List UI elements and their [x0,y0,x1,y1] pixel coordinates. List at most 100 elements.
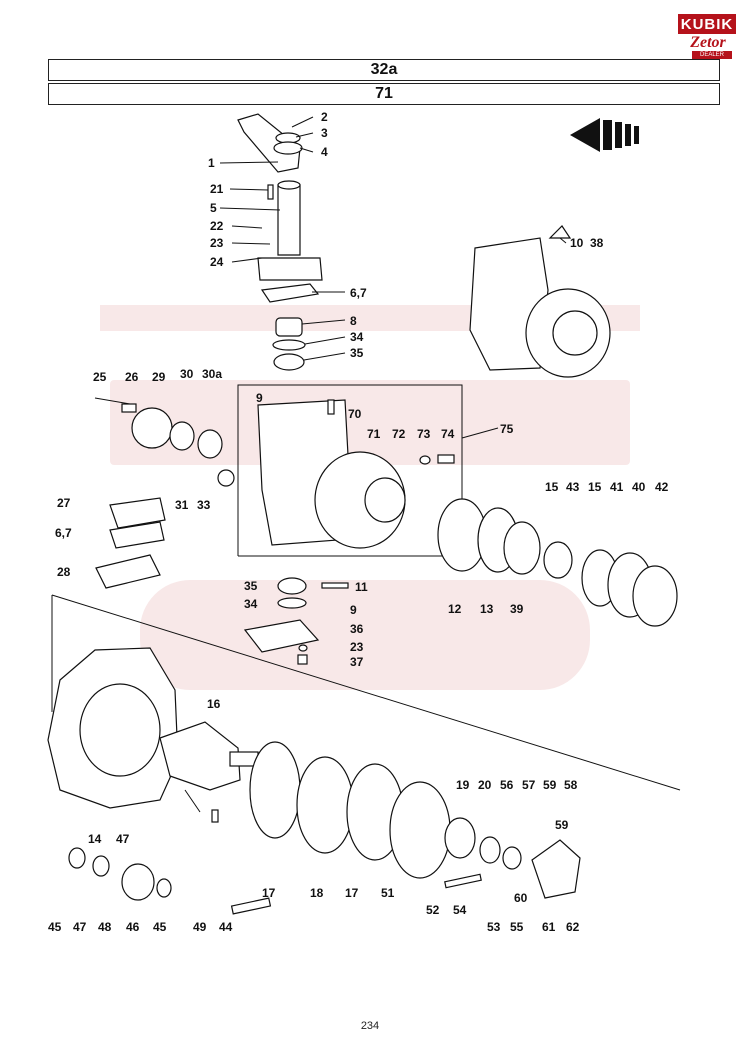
part-label: 44 [219,920,233,934]
part-label: 71 [367,427,381,441]
boxed-subassembly [237,384,463,557]
part-label: 45 [153,920,167,934]
screw-part-49 [211,809,219,823]
washer-part-73 [419,455,431,465]
bearing-part-56 [444,817,476,859]
part-label: 15 [588,480,602,494]
part-label: 58 [564,778,578,792]
washer-part-23b [298,644,308,652]
panel-top-edge [51,594,681,791]
part-label: 17 [262,886,276,900]
part-label: 59 [555,818,569,832]
part-label: 46 [126,920,140,934]
part-label: 39 [510,602,524,616]
part-label: 40 [632,480,646,494]
bushing-part-48 [92,855,110,877]
bearing-ring-row [437,498,678,627]
part-label: 51 [381,886,395,900]
part-label: 16 [207,697,221,711]
knuckle-hub [552,310,598,356]
flange-part-29 [131,407,173,449]
part-label: 38 [590,236,604,250]
part-label: 1 [208,156,215,170]
kubik-logo-box: KUBIK [678,14,736,34]
gear-part-46 [121,863,155,901]
bolt-part-74 [437,454,455,464]
zetor-logo-text: Zetor [690,34,726,51]
part-label: 35 [244,579,258,593]
part-label: 20 [478,778,492,792]
plug-part-33 [217,469,235,487]
part-label: 3 [321,126,328,140]
part-label: 62 [566,920,580,934]
cap-part-61 [531,839,581,899]
kingpin-assembly [237,113,323,371]
steering-arm [237,113,301,173]
bottom-left-parts [68,809,219,901]
steering-knuckle-housing [469,225,611,378]
gasket-part-6-7b [109,521,165,549]
part-label: 23 [350,640,364,654]
part-label: 45 [48,920,62,934]
part-label: 29 [152,370,166,384]
washer-part-45b [156,878,172,898]
part-label: 28 [57,565,71,579]
housing-bore [79,683,161,777]
grease-nipple-part-10 [548,225,572,239]
part-label: 49 [193,920,207,934]
bearing-part-35 [273,353,305,371]
hub-shaft-part-71 [364,477,406,523]
leader-lines [184,116,567,813]
part-label: 4 [321,145,328,159]
ring-part-18 [296,756,354,854]
bolt-part-54 [444,873,482,889]
kubik-zetor-logo: KUBIK Zetor DEALER [678,14,736,60]
part-label: 34 [244,597,258,611]
gear-part-43 [543,541,573,579]
part-label: 8 [350,314,357,328]
part-label: 9 [350,603,357,617]
direction-arrow-icon [570,118,639,152]
part-label: 59 [543,778,557,792]
part-label: 57 [522,778,536,792]
part-label: 23 [210,236,224,250]
washer-part-45a [68,847,86,869]
part-label: 36 [350,622,364,636]
kingpin-flange [257,257,323,281]
part-label: 53 [487,920,501,934]
bracket-part-28 [95,554,161,589]
part-label: 25 [93,370,107,384]
part-label: 2 [321,110,328,124]
ring-part-57 [479,836,501,864]
bolt-part-37 [297,654,308,665]
screw-part-70 [327,399,335,415]
part-label: 6,7 [350,286,367,300]
lower-kingpin-parts [243,577,349,665]
bearing-part-42 [632,565,678,627]
left-parts-group [94,397,235,589]
part-label: 72 [392,427,406,441]
header-subgroup-number: 71 [48,83,720,105]
pin-part-44 [230,897,272,915]
part-label: 5 [210,201,217,215]
part-label: 52 [426,903,440,917]
part-label: 47 [73,920,87,934]
part-label: 12 [448,602,462,616]
part-label: 60 [514,891,528,905]
part-label: 13 [480,602,494,616]
part-label: 74 [441,427,455,441]
part-label: 26 [125,370,139,384]
gasket-part-17a [249,741,301,839]
part-label: 19 [456,778,470,792]
dealer-logo-tag: DEALER [692,51,732,59]
part-label: 56 [500,778,514,792]
seal-part-34b [277,597,307,609]
part-label: 42 [655,480,669,494]
part-label: 47 [116,832,130,846]
gasket-part-6-7 [260,283,320,303]
header-group-number: 32a [48,59,720,81]
part-label: 10 [570,236,584,250]
final-drive-housing [47,647,581,915]
